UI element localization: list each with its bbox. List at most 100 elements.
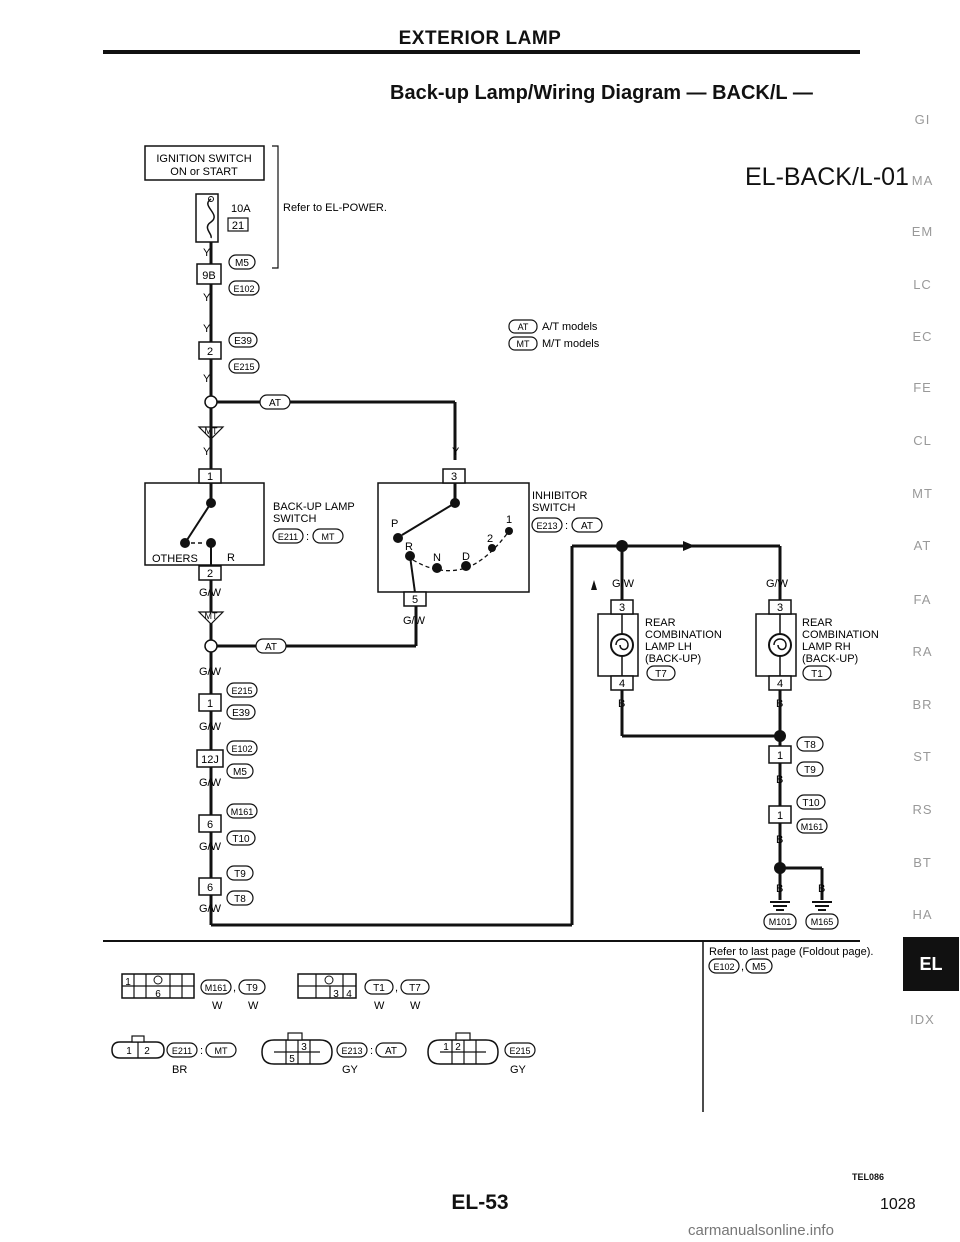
splice-ground — [774, 730, 786, 742]
tab-mt[interactable]: MT — [912, 486, 933, 501]
lamp-lh-filament — [615, 638, 629, 651]
tab-br[interactable]: BR — [912, 697, 933, 712]
connector-m161-tag — [226, 803, 258, 819]
tab-bt[interactable]: BT — [913, 855, 932, 870]
face-t1-tag — [364, 979, 394, 995]
connector-e39-tag — [228, 332, 258, 348]
face-m161-code: M161 — [205, 983, 228, 993]
at-tag-3 — [571, 517, 603, 533]
tab-at[interactable]: AT — [913, 538, 932, 553]
wire-label-gw5: G/W — [199, 841, 222, 853]
connector-t10b: T10 — [802, 798, 820, 809]
ignition-switch-label: IGNITION SWITCH — [156, 153, 251, 165]
wire-label-gw-inh: G/W — [403, 615, 426, 627]
branch-point-y — [204, 395, 218, 409]
backup-pin-1: 1 — [207, 471, 213, 483]
lamp-rh-bulb-icon — [768, 633, 792, 657]
fuse-amp: 10A — [231, 203, 251, 215]
arrow-up — [591, 580, 597, 590]
arrow-right — [683, 541, 695, 551]
tab-fa[interactable]: FA — [913, 592, 932, 607]
tab-em[interactable]: EM — [911, 224, 934, 239]
tab-ra[interactable]: RA — [912, 644, 933, 659]
title-rule — [103, 50, 860, 54]
colon-3: : — [200, 1045, 203, 1057]
pin-6b: 6 — [207, 882, 213, 894]
face5-pin-1: 1 — [443, 1042, 449, 1053]
at-label-2: AT — [265, 642, 277, 653]
at-label-3: AT — [581, 521, 593, 532]
connector-e213: E213 — [536, 521, 557, 531]
connector-t8: T8 — [234, 894, 246, 905]
wire-label-b5: B — [818, 883, 825, 895]
page-title: EXTERIOR LAMP — [398, 28, 562, 49]
face-m161-tag — [200, 979, 232, 995]
tab-el-active[interactable]: EL — [903, 937, 959, 991]
connector-e215b: E215 — [231, 686, 252, 696]
face-e211-color: BR — [172, 1064, 187, 1076]
at-tag-1 — [259, 394, 291, 410]
connector-m161: M161 — [231, 807, 254, 817]
connector-e102b-tag — [226, 740, 258, 756]
legend-at: A/T models — [542, 321, 598, 333]
inhibitor-lever — [401, 502, 456, 536]
inhibitor-contact-p — [393, 533, 403, 543]
connector-face-e213 — [261, 1032, 333, 1065]
mt-label-3: MT — [205, 611, 218, 621]
connector-m161b-tag — [796, 818, 828, 834]
face-at-code: AT — [385, 1046, 397, 1057]
lamp-rh-pin-3: 3 — [777, 602, 783, 614]
tab-ha[interactable]: HA — [912, 907, 933, 922]
connector-face-t1 — [297, 973, 357, 999]
tab-ma[interactable]: MA — [911, 173, 934, 188]
tab-fe[interactable]: FE — [913, 380, 932, 395]
connector-pin-2 — [198, 341, 222, 360]
connector-m5-tag — [228, 254, 256, 270]
wire-label-y5: Y — [203, 446, 211, 458]
wire-label-y4: Y — [203, 373, 211, 385]
tab-rs[interactable]: RS — [912, 802, 933, 817]
backup-switch-label: BACK-UP LAMP — [273, 501, 355, 513]
fuse-symbol — [206, 198, 215, 239]
connector-t7: T7 — [655, 669, 667, 680]
face-e211-code: E211 — [172, 1046, 192, 1056]
tab-idx[interactable]: IDX — [910, 1012, 935, 1027]
n-label: N — [433, 552, 441, 564]
connector-t10: T10 — [232, 834, 250, 845]
wire-label-y6: Y — [452, 446, 460, 458]
ignition-switch-box — [144, 145, 265, 181]
connector-pin-1b — [768, 745, 792, 764]
lamp-lh-pin-3: 3 — [619, 602, 625, 614]
at-tag-2 — [255, 638, 287, 654]
connector-pin-6b — [198, 877, 222, 896]
lamp-lh-bulb-icon — [610, 633, 634, 657]
connector-e102-tag — [228, 280, 260, 296]
tab-gi[interactable]: GI — [914, 112, 931, 127]
face-t1-code: T1 — [373, 983, 385, 994]
face-t9-color: W — [248, 1000, 259, 1012]
fuse-number-text: 21 — [232, 220, 244, 232]
face2-pin-3: 3 — [333, 989, 339, 1000]
face-m161-color: W — [212, 1000, 223, 1012]
wire-label-y: Y — [203, 247, 211, 259]
tab-lc[interactable]: LC — [913, 277, 932, 292]
tab-cl[interactable]: CL — [913, 433, 932, 448]
connector-face-e215 — [427, 1032, 499, 1065]
mt-label-2: MT — [322, 532, 335, 542]
ground-icon-2 — [812, 901, 832, 911]
face-e215-color: GY — [510, 1064, 527, 1076]
tab-ec[interactable]: EC — [912, 329, 933, 344]
connector-m5b-tag — [226, 763, 254, 779]
fuse-box — [195, 193, 219, 243]
lamp-rh-filament — [773, 638, 787, 651]
connector-m5: M5 — [235, 258, 249, 269]
mt-tag-2 — [312, 528, 344, 544]
pin-1a: 1 — [207, 698, 213, 710]
face2-pin-4: 4 — [346, 989, 352, 1000]
wire-label-y3: Y — [203, 323, 211, 335]
backup-switch-label-2: SWITCH — [273, 513, 316, 525]
wire-label-gw-lh: G/W — [612, 578, 635, 590]
face-t7-tag — [400, 979, 430, 995]
tab-st[interactable]: ST — [913, 749, 932, 764]
pin-2-upper: 2 — [207, 346, 213, 358]
